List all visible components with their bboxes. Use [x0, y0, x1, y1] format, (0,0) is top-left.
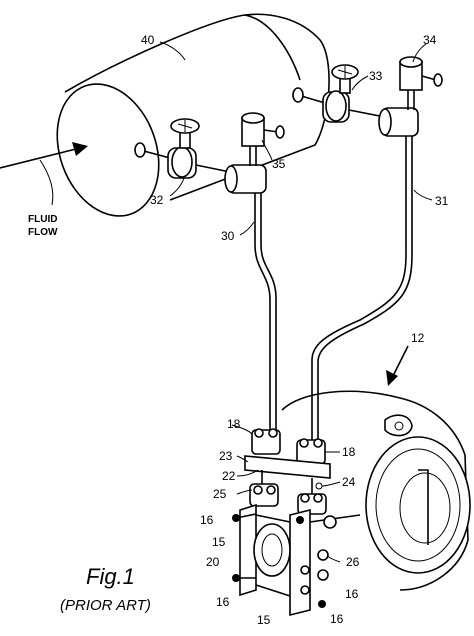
label-40: 40 [141, 33, 155, 47]
label-31: 31 [435, 194, 449, 208]
label-20: 20 [206, 555, 220, 569]
label-34: 34 [423, 33, 437, 47]
label-25: 25 [213, 487, 227, 501]
leader-lines [159, 41, 433, 563]
label-16-c: 16 [345, 587, 359, 601]
impulse-line-31 [311, 136, 413, 440]
transmitter-12 [281, 390, 471, 591]
label-24: 24 [342, 475, 356, 489]
label-fluid: FLUID [28, 214, 57, 225]
label-flow: FLOW [28, 227, 58, 238]
label-26: 26 [346, 555, 360, 569]
label-32: 32 [150, 193, 164, 207]
label-18-left: 18 [227, 417, 241, 431]
label-18-right: 18 [342, 445, 356, 459]
vent-35 [241, 112, 285, 166]
vent-34 [399, 56, 443, 110]
figure-subtitle: (PRIOR ART) [60, 597, 151, 614]
label-16-d: 16 [330, 612, 344, 626]
label-15-b: 15 [257, 613, 271, 627]
fluid-flow-arrow [0, 142, 88, 206]
label-23: 23 [219, 449, 233, 463]
label-16-b: 16 [216, 595, 230, 609]
label-30: 30 [221, 229, 235, 243]
label-35: 35 [272, 157, 286, 171]
arrow-12 [386, 345, 409, 386]
figure-title: Fig.1 [86, 564, 135, 589]
flange-assembly [232, 428, 361, 617]
label-12: 12 [411, 331, 425, 345]
impulse-line-30 [254, 193, 277, 430]
valve-33 [292, 64, 419, 137]
label-33: 33 [369, 69, 383, 83]
reference-labels: 40 34 33 35 32 31 30 12 18 18 23 22 24 2… [28, 33, 449, 627]
label-16-a: 16 [200, 513, 214, 527]
valve-32 [134, 118, 267, 194]
label-15-a: 15 [212, 535, 226, 549]
figure-caption: Fig.1 (PRIOR ART) [60, 564, 151, 614]
label-22: 22 [222, 469, 236, 483]
